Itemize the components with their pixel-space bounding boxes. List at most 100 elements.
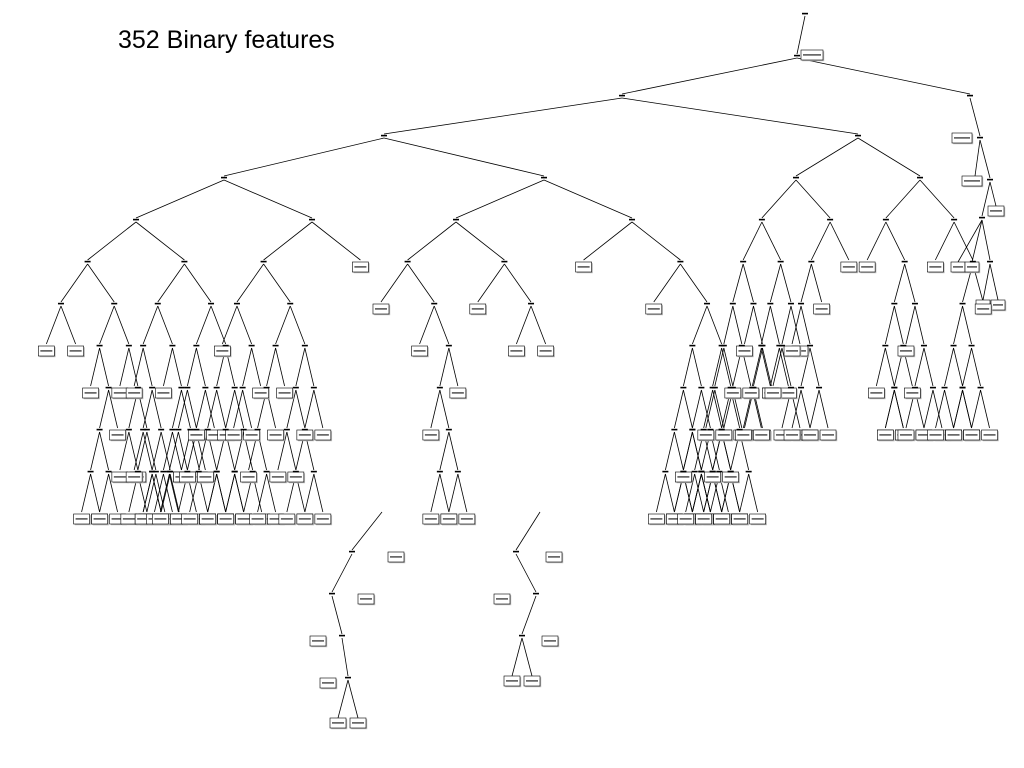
tree-edge [151, 389, 162, 429]
tree-edge [407, 221, 457, 261]
tree-edge [311, 221, 361, 261]
split-node [187, 428, 194, 431]
tree-edge [971, 219, 983, 263]
tree-edge [971, 389, 981, 429]
split-node [57, 302, 64, 305]
split-node [969, 260, 976, 263]
tree-edge [511, 637, 523, 677]
tree-edge [781, 347, 792, 387]
split-node [802, 12, 808, 15]
split-node [709, 470, 716, 473]
tree-edge [137, 431, 148, 471]
split-node [882, 218, 889, 221]
split-node [158, 428, 165, 431]
tree-edge [732, 305, 743, 345]
tree-edge [583, 221, 633, 261]
split-node [950, 344, 957, 347]
tree-edge [186, 347, 197, 387]
tree-edge [146, 473, 157, 513]
split-node [793, 176, 799, 179]
tree-edge [748, 473, 759, 513]
tree-edge [621, 97, 859, 135]
tree-edge [113, 305, 130, 345]
tree-edge [691, 389, 702, 429]
tree-edge [99, 431, 109, 471]
tree-edge [151, 473, 162, 513]
split-node [195, 470, 202, 473]
tree-edge [685, 473, 696, 513]
tree-edge [331, 595, 343, 635]
split-node [987, 260, 993, 263]
split-node [309, 218, 315, 221]
split-node [689, 428, 696, 431]
tree-edge [128, 347, 139, 387]
tree-edge [99, 473, 109, 513]
tree-edge [210, 305, 227, 345]
split-node [729, 302, 736, 305]
tree-edge [762, 347, 772, 387]
split-node [125, 428, 132, 431]
split-node [240, 428, 247, 431]
tree-edge [142, 473, 153, 513]
tree-edge [914, 347, 925, 387]
tree-edge [177, 389, 188, 429]
tree-edge [953, 389, 963, 429]
tree-edge [157, 263, 185, 303]
tree-edge [60, 263, 88, 303]
split-node [87, 470, 94, 473]
tree-edge [732, 263, 744, 303]
split-node [541, 176, 547, 179]
split-node [339, 634, 345, 637]
tree-edge [809, 389, 820, 429]
tree-edge [761, 221, 782, 261]
tree-edge [151, 431, 162, 471]
split-node [454, 470, 461, 473]
tree-edge [682, 347, 693, 387]
tree-edge [99, 389, 109, 429]
tree-edge [448, 347, 459, 387]
tree-edge [694, 473, 705, 513]
tree-edge [516, 305, 532, 345]
tree-edge [289, 305, 306, 345]
split-node [787, 302, 794, 305]
tree-edge [989, 263, 999, 301]
split-node [105, 470, 112, 473]
tree-edge [673, 431, 684, 471]
split-node [513, 550, 519, 553]
split-node [736, 428, 743, 431]
split-node [249, 470, 256, 473]
tree-edge [295, 389, 306, 429]
tree-edge [99, 347, 109, 387]
tree-edge [981, 181, 991, 217]
split-node [143, 428, 150, 431]
tree-edge [962, 347, 972, 387]
tree-edge [196, 305, 212, 345]
split-node [96, 428, 103, 431]
split-node [967, 94, 973, 97]
split-node [891, 302, 898, 305]
tree-edge [857, 137, 921, 177]
tree-edge [979, 139, 991, 179]
tree-edge [163, 473, 173, 513]
tree-edge [953, 305, 963, 345]
tree-edge [304, 347, 315, 387]
split-node [184, 386, 191, 389]
split-node [816, 386, 823, 389]
tree-edge [172, 389, 182, 429]
tree-edge [266, 473, 276, 513]
tree-edge [714, 389, 725, 429]
tree-edge [796, 57, 971, 95]
tree-edge [242, 389, 253, 429]
split-node [213, 386, 220, 389]
split-node [436, 470, 443, 473]
tree-edge [714, 347, 725, 387]
tree-edge [515, 511, 541, 551]
tree-edge [893, 305, 904, 345]
split-node [204, 428, 211, 431]
tree-edge [504, 263, 532, 303]
tree-edge [653, 263, 681, 303]
tree-edge [742, 221, 763, 261]
split-node [202, 386, 209, 389]
split-node [221, 176, 227, 179]
